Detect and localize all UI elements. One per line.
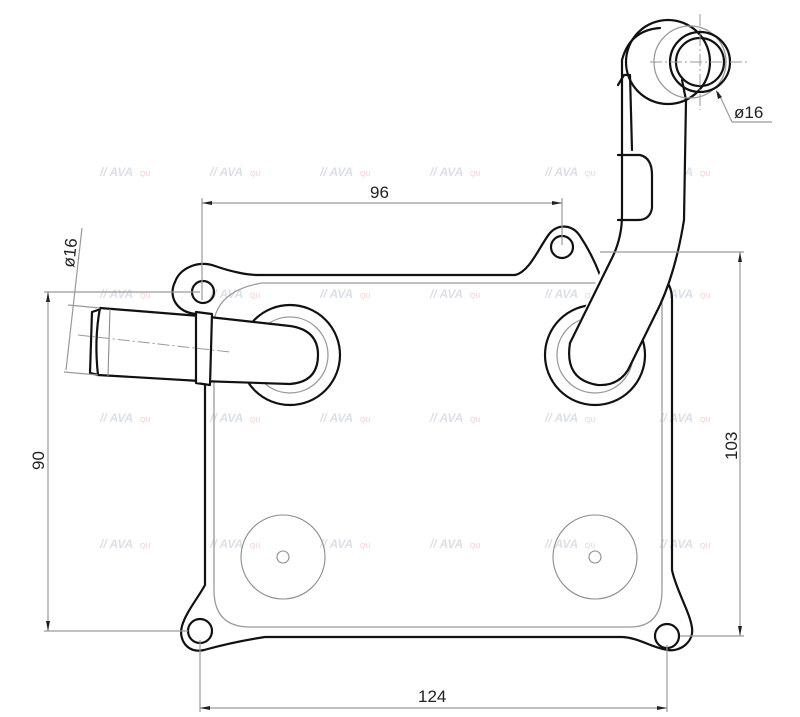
svg-text:QU: QU bbox=[360, 293, 371, 300]
svg-text:QU: QU bbox=[700, 171, 711, 178]
svg-text:QU: QU bbox=[470, 293, 481, 300]
svg-text:// AVA: // AVA bbox=[429, 411, 463, 425]
svg-text:QU: QU bbox=[585, 543, 596, 550]
svg-text:QU: QU bbox=[470, 171, 481, 178]
svg-text:// AVA: // AVA bbox=[544, 287, 578, 301]
svg-text:// AVA: // AVA bbox=[659, 411, 693, 425]
svg-text:// AVA: // AVA bbox=[659, 537, 693, 551]
svg-text:QU: QU bbox=[470, 543, 481, 550]
dim-top-pipe-diameter: ø16 bbox=[734, 103, 763, 122]
svg-text:// AVA: // AVA bbox=[209, 165, 243, 179]
svg-text:QU: QU bbox=[700, 293, 711, 300]
svg-text:// AVA: // AVA bbox=[99, 287, 133, 301]
svg-text:QU: QU bbox=[585, 417, 596, 424]
svg-text:// AVA: // AVA bbox=[99, 411, 133, 425]
svg-text:QU: QU bbox=[250, 543, 261, 550]
dim-right-height: 103 bbox=[722, 432, 741, 460]
dim-bottom-width: 124 bbox=[418, 687, 446, 706]
svg-text:QU: QU bbox=[360, 171, 371, 178]
dim-left-height: 90 bbox=[29, 451, 48, 470]
dim-left-pipe-diameter: ø16 bbox=[59, 237, 81, 268]
svg-text:// AVA: // AVA bbox=[319, 411, 353, 425]
svg-text:QU: QU bbox=[585, 171, 596, 178]
svg-text:QU: QU bbox=[700, 417, 711, 424]
svg-text:// AVA: // AVA bbox=[429, 287, 463, 301]
dim-top-width: 96 bbox=[370, 183, 389, 202]
svg-text:// AVA: // AVA bbox=[99, 165, 133, 179]
dimensions: 96 124 90 103 ø16 ø16 bbox=[29, 90, 772, 712]
svg-text:QU: QU bbox=[140, 293, 151, 300]
svg-text:// AVA: // AVA bbox=[209, 411, 243, 425]
svg-text:QU: QU bbox=[250, 417, 261, 424]
svg-text:// AVA: // AVA bbox=[429, 165, 463, 179]
svg-text:QU: QU bbox=[140, 171, 151, 178]
left-pipe bbox=[77, 303, 342, 407]
svg-text:// AVA: // AVA bbox=[429, 537, 463, 551]
right-pipe bbox=[543, 14, 750, 407]
svg-text:QU: QU bbox=[140, 543, 151, 550]
svg-text:QU: QU bbox=[470, 417, 481, 424]
svg-text:// AVA: // AVA bbox=[319, 165, 353, 179]
svg-text:// AVA: // AVA bbox=[544, 411, 578, 425]
svg-text:// AVA: // AVA bbox=[319, 537, 353, 551]
lower-ports bbox=[240, 514, 638, 600]
svg-text:// AVA: // AVA bbox=[99, 537, 133, 551]
svg-text:QU: QU bbox=[250, 171, 261, 178]
svg-text:// AVA: // AVA bbox=[544, 165, 578, 179]
svg-text:// AVA: // AVA bbox=[659, 287, 693, 301]
svg-text:// AVA: // AVA bbox=[319, 287, 353, 301]
svg-text:QU: QU bbox=[250, 293, 261, 300]
svg-text:QU: QU bbox=[140, 417, 151, 424]
svg-text:QU: QU bbox=[700, 543, 711, 550]
svg-text:QU: QU bbox=[360, 417, 371, 424]
svg-text:// AVA: // AVA bbox=[544, 537, 578, 551]
svg-text:// AVA: // AVA bbox=[209, 287, 243, 301]
svg-text:QU: QU bbox=[360, 543, 371, 550]
svg-text:// AVA: // AVA bbox=[209, 537, 243, 551]
